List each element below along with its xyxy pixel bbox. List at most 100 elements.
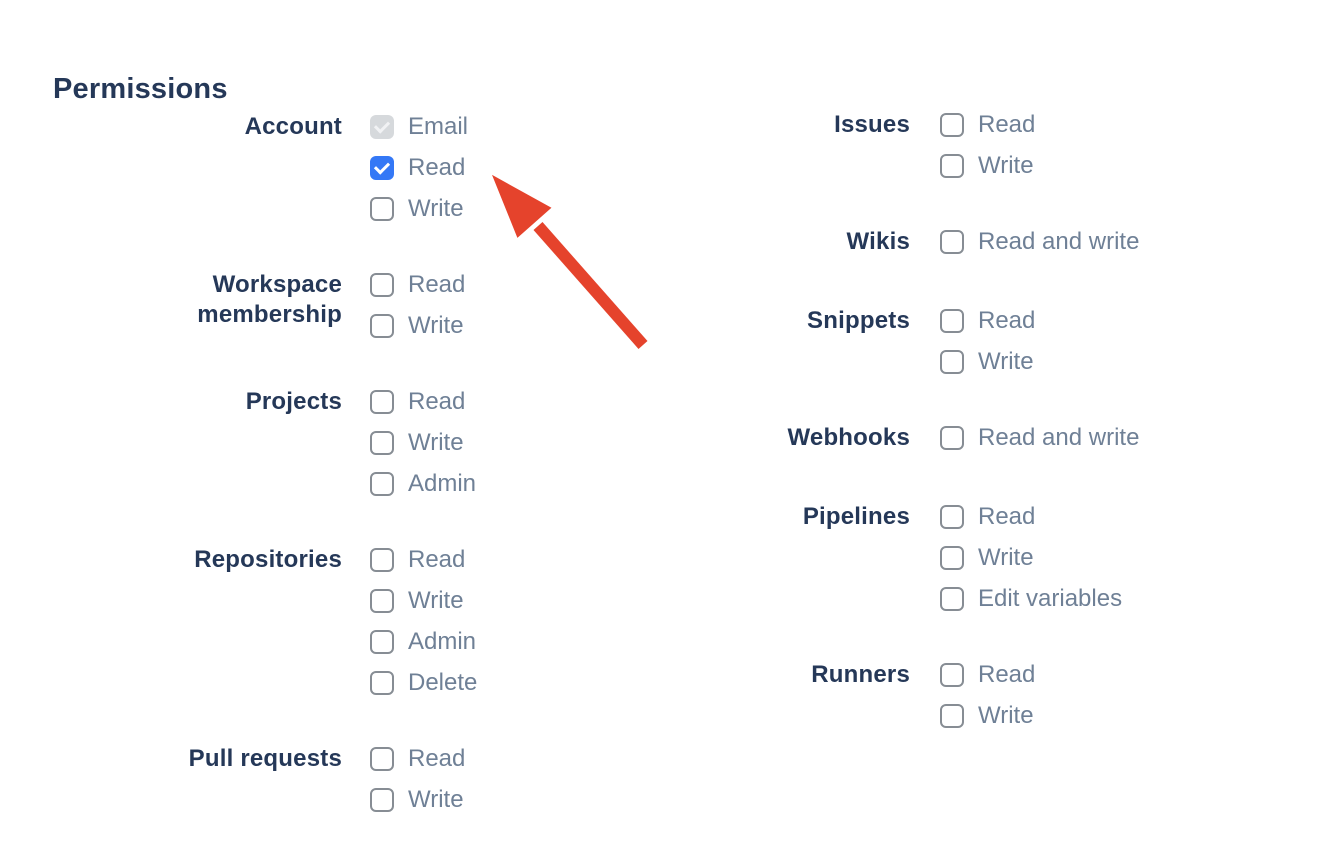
- checkbox-unchecked-icon[interactable]: [940, 113, 964, 137]
- checkbox-label: Email: [408, 113, 469, 140]
- checkbox-unchecked-icon[interactable]: [940, 154, 964, 178]
- option-runners-write[interactable]: Write: [940, 704, 1035, 728]
- option-workspace-membership-write[interactable]: Write: [370, 314, 465, 338]
- checkbox-unchecked-icon[interactable]: [940, 505, 964, 529]
- checkbox-label: Delete: [408, 669, 478, 696]
- checkbox-unchecked-icon[interactable]: [370, 314, 394, 338]
- checkbox-unchecked-icon[interactable]: [940, 704, 964, 728]
- option-snippets-write[interactable]: Write: [940, 350, 1035, 374]
- option-runners-read[interactable]: Read: [940, 663, 1035, 687]
- permission-category-label-issues: Issues: [834, 111, 910, 138]
- checkbox-label: Read: [978, 661, 1036, 688]
- checkbox-label: Read: [408, 546, 466, 573]
- checkbox-label: Read: [408, 388, 466, 415]
- checkbox-unchecked-icon[interactable]: [940, 546, 964, 570]
- option-webhooks-read-and-write[interactable]: Read and write: [940, 426, 1139, 450]
- option-snippets-read[interactable]: Read: [940, 309, 1035, 333]
- permission-category-label-snippets: Snippets: [807, 307, 910, 334]
- option-account-write[interactable]: Write: [370, 197, 468, 221]
- checkbox-disabled-checked-icon: [370, 115, 394, 139]
- checkbox-unchecked-icon[interactable]: [370, 548, 394, 572]
- checkbox-unchecked-icon[interactable]: [370, 472, 394, 496]
- checkbox-unchecked-icon[interactable]: [940, 426, 964, 450]
- option-pipelines-write[interactable]: Write: [940, 546, 1122, 570]
- permission-category-label-webhooks: Webhooks: [787, 424, 910, 451]
- checkbox-unchecked-icon[interactable]: [370, 431, 394, 455]
- option-repositories-write[interactable]: Write: [370, 589, 477, 613]
- option-issues-read[interactable]: Read: [940, 113, 1035, 137]
- permission-category-label-projects: Projects: [245, 388, 342, 415]
- permission-category-label-workspace-membership: Workspace membership: [197, 271, 342, 328]
- permission-section-webhooks: Webhooks Read and write: [750, 424, 1139, 453]
- option-pipelines-edit-variables[interactable]: Edit variables: [940, 587, 1122, 611]
- checkbox-label: Write: [408, 587, 464, 614]
- option-wikis-read-and-write[interactable]: Read and write: [940, 230, 1139, 254]
- permission-category-label-runners: Runners: [811, 661, 910, 688]
- permission-category-label-account: Account: [244, 113, 342, 140]
- permission-category-label-wikis: Wikis: [846, 228, 910, 255]
- option-repositories-admin[interactable]: Admin: [370, 630, 477, 654]
- checkbox-unchecked-icon[interactable]: [370, 589, 394, 613]
- option-repositories-read[interactable]: Read: [370, 548, 477, 572]
- checkbox-unchecked-icon[interactable]: [370, 747, 394, 771]
- option-repositories-delete[interactable]: Delete: [370, 671, 477, 695]
- checkbox-label: Write: [978, 544, 1034, 571]
- checkbox-label: Write: [978, 348, 1034, 375]
- checkbox-unchecked-icon[interactable]: [370, 630, 394, 654]
- page-title: Permissions: [53, 73, 228, 106]
- checkbox-unchecked-icon[interactable]: [940, 350, 964, 374]
- option-workspace-membership-read[interactable]: Read: [370, 273, 465, 297]
- checkbox-unchecked-icon[interactable]: [370, 273, 394, 297]
- option-pipelines-read[interactable]: Read: [940, 505, 1122, 529]
- checkbox-unchecked-icon[interactable]: [940, 230, 964, 254]
- checkbox-label: Write: [408, 312, 464, 339]
- permission-category-label-repositories: Repositories: [194, 546, 342, 573]
- checkbox-label: Read: [408, 271, 466, 298]
- checkbox-label: Write: [978, 152, 1034, 179]
- checkbox-unchecked-icon[interactable]: [370, 197, 394, 221]
- checkbox-label: Write: [408, 195, 464, 222]
- checkbox-label: Read: [408, 154, 466, 181]
- option-projects-admin[interactable]: Admin: [370, 472, 476, 496]
- checkbox-unchecked-icon[interactable]: [370, 671, 394, 695]
- option-pull-requests-write[interactable]: Write: [370, 788, 465, 812]
- option-issues-write[interactable]: Write: [940, 154, 1035, 178]
- checkbox-label: Write: [408, 786, 464, 813]
- checkbox-unchecked-icon[interactable]: [940, 587, 964, 611]
- checkbox-label: Write: [408, 429, 464, 456]
- checkbox-label: Write: [978, 702, 1034, 729]
- checkbox-label: Read and write: [978, 228, 1140, 255]
- checkbox-label: Read: [978, 111, 1036, 138]
- checkbox-unchecked-icon[interactable]: [370, 390, 394, 414]
- option-pull-requests-read[interactable]: Read: [370, 747, 465, 771]
- checkbox-unchecked-icon[interactable]: [940, 663, 964, 687]
- checkbox-label: Read: [408, 745, 466, 772]
- checkbox-label: Read: [978, 307, 1036, 334]
- checkbox-label: Edit variables: [978, 585, 1123, 612]
- permission-section-wikis: Wikis Read and write: [750, 228, 1140, 257]
- checkbox-checked-icon[interactable]: [370, 156, 394, 180]
- option-projects-read[interactable]: Read: [370, 390, 476, 414]
- option-account-email: Email: [370, 115, 468, 139]
- option-projects-write[interactable]: Write: [370, 431, 476, 455]
- checkbox-unchecked-icon[interactable]: [370, 788, 394, 812]
- option-account-read[interactable]: Read: [370, 156, 468, 180]
- checkbox-unchecked-icon[interactable]: [940, 309, 964, 333]
- permission-options-wikis: Read and write: [940, 230, 1139, 254]
